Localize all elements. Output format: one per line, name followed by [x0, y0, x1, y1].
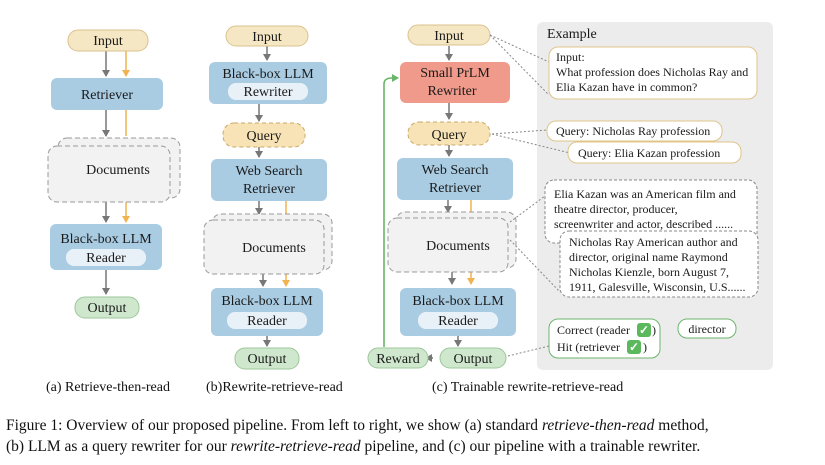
- query-node: [222, 122, 306, 148]
- example-doc1-line1: Elia Kazan was an American film and: [554, 187, 736, 201]
- reward-label: Reward: [376, 352, 420, 367]
- query-label: Query: [432, 128, 467, 143]
- documents-label: Documents: [426, 239, 490, 254]
- input-label: Input: [434, 29, 464, 44]
- example-query2: Query: Elia Kazan profession: [578, 146, 720, 160]
- example-panel: Example Input: What profession does Nich…: [489, 22, 773, 370]
- correct-check-glyph: ✓: [639, 323, 649, 337]
- pipeline-diagram: Input Retriever Documents Black-box LLM …: [47, 22, 773, 370]
- caption-lead: Figure 1: Overview of our proposed pipel…: [6, 417, 542, 434]
- input-label: Input: [252, 30, 282, 45]
- example-correct: Correct (reader: [557, 323, 630, 337]
- output-label: Output: [88, 301, 127, 316]
- panel-b: Input Black-box LLM Rewriter Query Web S…: [203, 25, 333, 370]
- caption-c: (c) Trainable rewrite-retrieve-read: [432, 380, 624, 395]
- reader-inner: [66, 249, 146, 266]
- query-label: Query: [247, 129, 282, 144]
- example-doc1-box: [544, 179, 758, 244]
- caption-line2-a: (b) LLM as a query rewriter for our: [6, 438, 231, 455]
- example-query1: Query: Nicholas Ray profession: [556, 124, 710, 138]
- example-input-label: Input:: [556, 50, 585, 64]
- hit-close-paren: ): [643, 340, 647, 354]
- caption-em1: retrieve-then-read: [541, 417, 655, 434]
- panel-c: Input Small PrLM Rewriter Query Web Sear…: [367, 24, 517, 369]
- example-doc2-line2: director, original name Raymond: [569, 250, 728, 264]
- retriever-node: [51, 78, 163, 110]
- figure-caption: Figure 1: Overview of our proposed pipel…: [6, 415, 821, 457]
- example-doc2-line1: Nicholas Ray American author and: [569, 235, 738, 249]
- output-label: Output: [454, 352, 493, 367]
- retriever-label: Retriever: [429, 181, 481, 196]
- input-node: [67, 29, 149, 52]
- reader-inner: [418, 312, 498, 329]
- example-input-line2: Elia Kazan have in common?: [556, 80, 697, 94]
- output-node: [74, 296, 140, 319]
- reader-label: Reader: [247, 314, 287, 329]
- example-doc2-line4: 1911, Galesville, Wisconsin, U.S......: [569, 280, 746, 294]
- documents-label: Documents: [86, 163, 150, 178]
- example-input-line1: What profession does Nicholas Ray and: [556, 65, 748, 79]
- example-answer: director: [688, 322, 725, 336]
- rewriter-node: [400, 62, 510, 103]
- caption-em2: rewrite-retrieve-read: [230, 438, 361, 455]
- web-search-node: [397, 158, 513, 200]
- example-doc1-line2: theatre director, producer,: [554, 202, 678, 216]
- documents-label: Documents: [242, 241, 306, 256]
- caption-mid1: method,: [654, 417, 709, 434]
- rewriter-inner: [228, 83, 308, 100]
- example-hit: Hit (retriever: [557, 340, 620, 354]
- reader-label: Reader: [438, 314, 478, 329]
- hit-check-icon: [627, 340, 641, 354]
- web-search-node: [211, 159, 327, 201]
- example-doc2-box: [559, 230, 759, 298]
- web-search-label: Web Search: [236, 164, 303, 179]
- output-label: Output: [248, 352, 287, 367]
- example-query2-box: [567, 141, 742, 164]
- rewriter-label: Rewriter: [428, 84, 477, 99]
- example-doc2-line3: Nicholas Kienzle, born August 7,: [569, 265, 729, 279]
- documents-node: [203, 219, 325, 275]
- reward-node: [367, 347, 429, 369]
- documents-node: [47, 145, 171, 203]
- reader-llm-label: Black-box LLM: [221, 294, 313, 309]
- rewriter-label: Rewriter: [244, 85, 293, 100]
- input-node: [225, 25, 309, 47]
- output-node: [439, 347, 507, 369]
- output-node: [234, 347, 300, 370]
- reader-inner: [227, 312, 307, 329]
- example-answer-box: [677, 318, 737, 339]
- documents-node: [387, 217, 509, 273]
- caption-b: (b)Rewrite-retrieve-read: [206, 380, 343, 395]
- caption-line2-b: pipeline, and (c) our pipeline with a tr…: [360, 438, 701, 455]
- input-label: Input: [93, 34, 123, 49]
- hit-check-glyph: ✓: [629, 340, 639, 354]
- correct-check-icon: [637, 323, 651, 337]
- retriever-label: Retriever: [243, 182, 295, 197]
- reader-label: Reader: [86, 251, 126, 266]
- web-search-label: Web Search: [422, 163, 489, 178]
- example-doc1-line3: screenwriter and actor, described ......: [554, 217, 733, 231]
- example-input-box: [548, 46, 758, 100]
- correct-close-paren: ): [652, 323, 656, 337]
- reader-llm-label: Black-box LLM: [412, 294, 504, 309]
- example-title: Example: [547, 27, 597, 42]
- caption-a: (a) Retrieve-then-read: [46, 380, 170, 395]
- query-node: [407, 121, 491, 146]
- panel-a: Input Retriever Documents Black-box LLM …: [47, 29, 181, 319]
- rewriter-llm-label: Black-box LLM: [222, 67, 314, 82]
- retriever-label: Retriever: [81, 88, 133, 103]
- small-prlm-label: Small PrLM: [420, 66, 490, 81]
- reader-llm-label: Black-box LLM: [60, 232, 152, 247]
- example-query1-box: [546, 120, 723, 142]
